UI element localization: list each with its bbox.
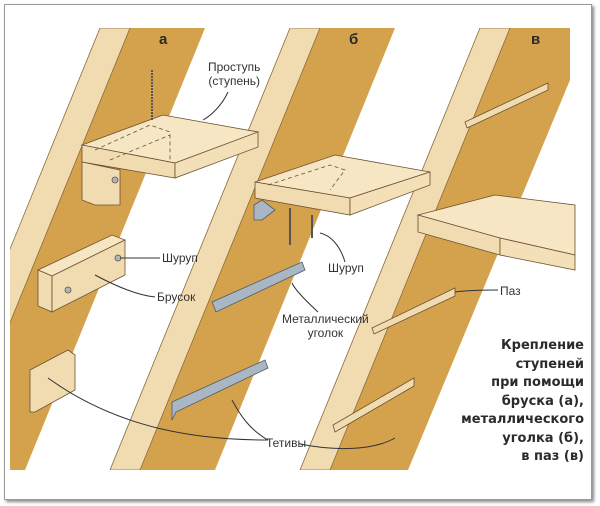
label-metal-angle-line2: уголок <box>307 326 344 340</box>
stringer-b <box>109 28 395 470</box>
stringer-c <box>299 28 570 470</box>
caption-line: бруска (а), <box>501 393 584 409</box>
label-block: Брусок <box>157 290 196 304</box>
caption-line: при помощи <box>491 375 584 390</box>
label-screw-a: Шуруп <box>162 251 198 265</box>
tread-b <box>254 154 431 216</box>
label-groove: Паз <box>500 284 521 298</box>
caption-line: ступеней <box>515 356 584 372</box>
label-stringers: Тетивы <box>266 436 307 450</box>
label-screw-b: Шуруп <box>328 261 364 275</box>
label-metal-angle: Металлический уголок <box>282 312 369 340</box>
grooves <box>332 82 549 433</box>
caption: Крепление ступеней при помощи бруска (а)… <box>461 337 584 467</box>
tread-a <box>80 70 260 206</box>
label-tread-line1: Проступь <box>208 60 261 74</box>
caption-line: уголка (б), <box>502 430 584 446</box>
section-letter-a: а <box>159 31 168 48</box>
section-letter-b: б <box>349 31 359 48</box>
leader-lines <box>47 91 499 450</box>
label-metal-angle-line1: Металлический <box>282 312 369 326</box>
caption-line: металлического <box>461 412 584 427</box>
label-tread-line2: (ступень) <box>208 74 261 88</box>
section-letter-c: в <box>531 31 541 48</box>
metal-angles <box>171 199 306 421</box>
caption-line: Крепление <box>501 338 584 353</box>
label-tread: Проступь (ступень) <box>208 60 260 88</box>
tread-c <box>416 194 576 271</box>
caption-line: в паз (в) <box>521 449 584 464</box>
screw-b <box>289 208 313 245</box>
